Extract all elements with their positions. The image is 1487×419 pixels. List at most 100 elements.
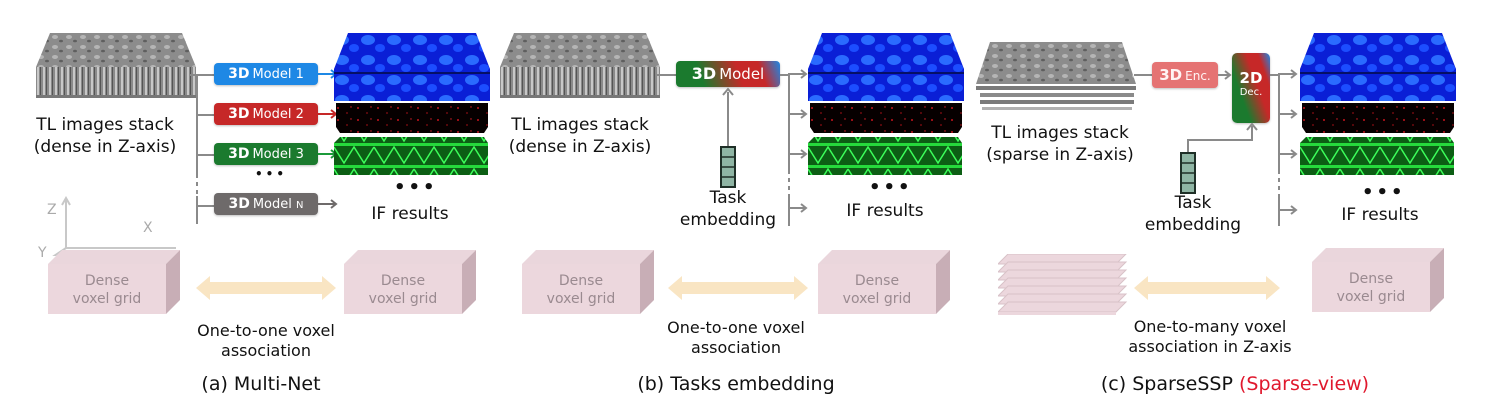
left-grid-line1: Dense	[84, 273, 130, 289]
input-sublabel: (sparse in Z-axis)	[986, 145, 1134, 165]
task-label: Task	[709, 188, 747, 208]
models-ellipsis: •••	[255, 167, 288, 181]
embedding-line	[727, 92, 729, 146]
model-2-prefix: 3D	[228, 106, 250, 122]
right-voxel-grid-cube	[818, 250, 950, 314]
model-n-label: Model	[252, 197, 292, 212]
left-voxel-grid-cube	[522, 250, 654, 314]
model-3-label: Model 3	[252, 147, 304, 162]
connector-line	[1270, 74, 1280, 76]
association-label-line1: One-to-many voxel	[1133, 317, 1287, 336]
association-label-line1: One-to-one voxel	[667, 318, 805, 337]
axis-y-label: Y	[38, 245, 47, 261]
bus-dot	[1278, 186, 1280, 190]
input-label: TL images stack	[511, 115, 649, 135]
caption-b: (b) Tasks embedding	[637, 373, 835, 395]
output-ellipsis: •••	[869, 177, 913, 198]
arrow-up-icon	[1246, 122, 1258, 131]
association-label-line2: association	[221, 341, 311, 360]
association-arrow	[1134, 276, 1280, 300]
right-voxel-grid-cube	[1312, 248, 1444, 312]
task-embedding-vector-icon	[1180, 152, 1196, 194]
caption-a: (a) Multi-Net	[201, 373, 321, 395]
task-sublabel: embedding	[679, 210, 777, 230]
connector-line	[196, 114, 214, 116]
2d-decoder-box: 2D Dec.	[1232, 53, 1270, 123]
association-label-line2: association in Z-axis	[1128, 337, 1292, 356]
tl-stack-dense-image	[500, 33, 660, 98]
decoder-prefix: 2D	[1239, 69, 1263, 87]
arrow-up-icon	[722, 87, 734, 96]
association-arrow	[668, 276, 808, 300]
tl-stack-dense-image	[36, 33, 196, 98]
embedding-line	[1187, 122, 1258, 154]
axis-x-label: X	[143, 220, 153, 236]
encoder-label: Enc.	[1185, 69, 1211, 83]
bus-dot	[196, 182, 198, 186]
output-ellipsis: •••	[394, 177, 438, 198]
axis-z-label: Z	[47, 202, 57, 218]
arrow-head-icon	[800, 69, 808, 79]
caption-c-main: (c) SparseSSP	[1100, 373, 1233, 395]
connector-line	[1134, 74, 1154, 76]
arrow-head-icon	[1290, 69, 1298, 79]
arrow-head-icon	[1290, 149, 1298, 159]
association-label-line1: One-to-one voxel	[197, 321, 335, 340]
bus-line	[788, 194, 790, 226]
connector-line	[196, 205, 214, 207]
output-arrows	[1278, 69, 1298, 215]
input-sublabel: (dense in Z-axis)	[508, 137, 652, 157]
right-voxel-grid-cube	[344, 250, 476, 314]
right-grid-line2: voxel grid	[842, 291, 912, 307]
task-sublabel: embedding	[1144, 215, 1242, 235]
input-sublabel: (dense in Z-axis)	[33, 137, 177, 157]
arrow-head-icon	[1290, 109, 1298, 119]
right-grid-line2: voxel grid	[368, 291, 438, 307]
bus-dot	[788, 186, 790, 190]
arrow-head-icon	[1290, 205, 1298, 215]
right-grid-line2: voxel grid	[1336, 289, 1406, 305]
model-label: Model	[719, 65, 765, 83]
connector-line	[780, 74, 790, 76]
model-2-label: Model 2	[252, 107, 304, 122]
arrow-head-icon	[800, 109, 808, 119]
model-n-prefix: 3D	[228, 196, 250, 212]
caption-c: (c) SparseSSP (Sparse-view)	[1070, 372, 1400, 396]
output-label: IF results	[371, 204, 449, 224]
arrow-head-icon	[330, 199, 338, 209]
association-label-line2: association	[691, 338, 781, 357]
right-grid-line1: Dense	[1348, 271, 1394, 287]
if-results-image	[808, 33, 964, 175]
input-label: TL images stack	[36, 115, 174, 135]
connector-line	[190, 74, 216, 76]
model-3-prefix: 3D	[228, 146, 250, 162]
caption-c-highlight: (Sparse-view)	[1239, 373, 1370, 395]
model-prefix: 3D	[691, 64, 717, 83]
model-1-label: Model 1	[252, 67, 304, 82]
bus-dot	[1278, 178, 1280, 182]
if-results-image	[334, 33, 490, 175]
bus-dot	[196, 190, 198, 194]
arrow-right-icon	[1218, 70, 1232, 80]
connector-line	[655, 74, 677, 76]
arrow-head-icon	[800, 149, 808, 159]
left-grid-line2: voxel grid	[546, 291, 616, 307]
tl-stack-sparse-image	[976, 42, 1136, 110]
bus-line	[196, 196, 198, 224]
arrow-head-icon	[800, 203, 808, 213]
input-label: TL images stack	[991, 123, 1129, 143]
left-grid-line1: Dense	[558, 273, 604, 289]
decoder-label: Dec.	[1239, 87, 1263, 98]
bus-dot	[788, 178, 790, 182]
output-label: IF results	[1341, 205, 1419, 225]
sparse-slices-stack	[998, 254, 1128, 315]
model-n-subscript: N	[296, 200, 304, 211]
encoder-prefix: 3D	[1159, 66, 1183, 84]
xyz-axes-icon	[52, 196, 176, 256]
task-embedding-vector-icon	[720, 146, 736, 188]
